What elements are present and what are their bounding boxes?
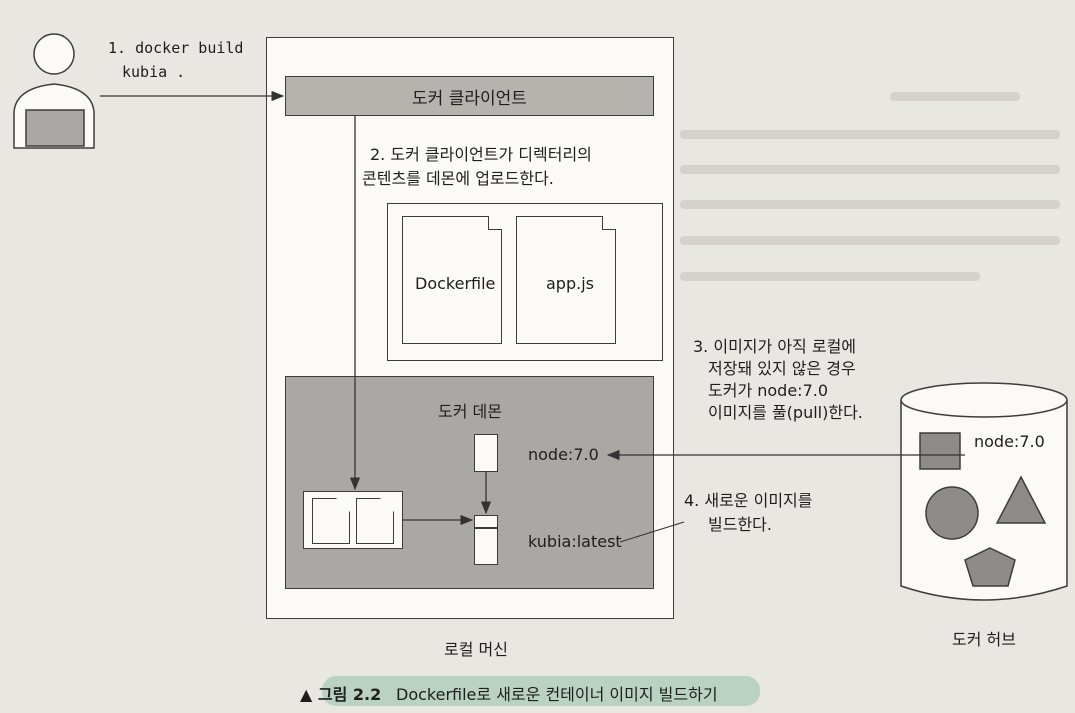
- step4-pointer: [620, 522, 684, 542]
- figure-caption: Dockerfile로 새로운 컨테이너 이미지 빌드하기: [396, 681, 718, 705]
- figure-number: ▲ 그림 2.2: [300, 681, 381, 705]
